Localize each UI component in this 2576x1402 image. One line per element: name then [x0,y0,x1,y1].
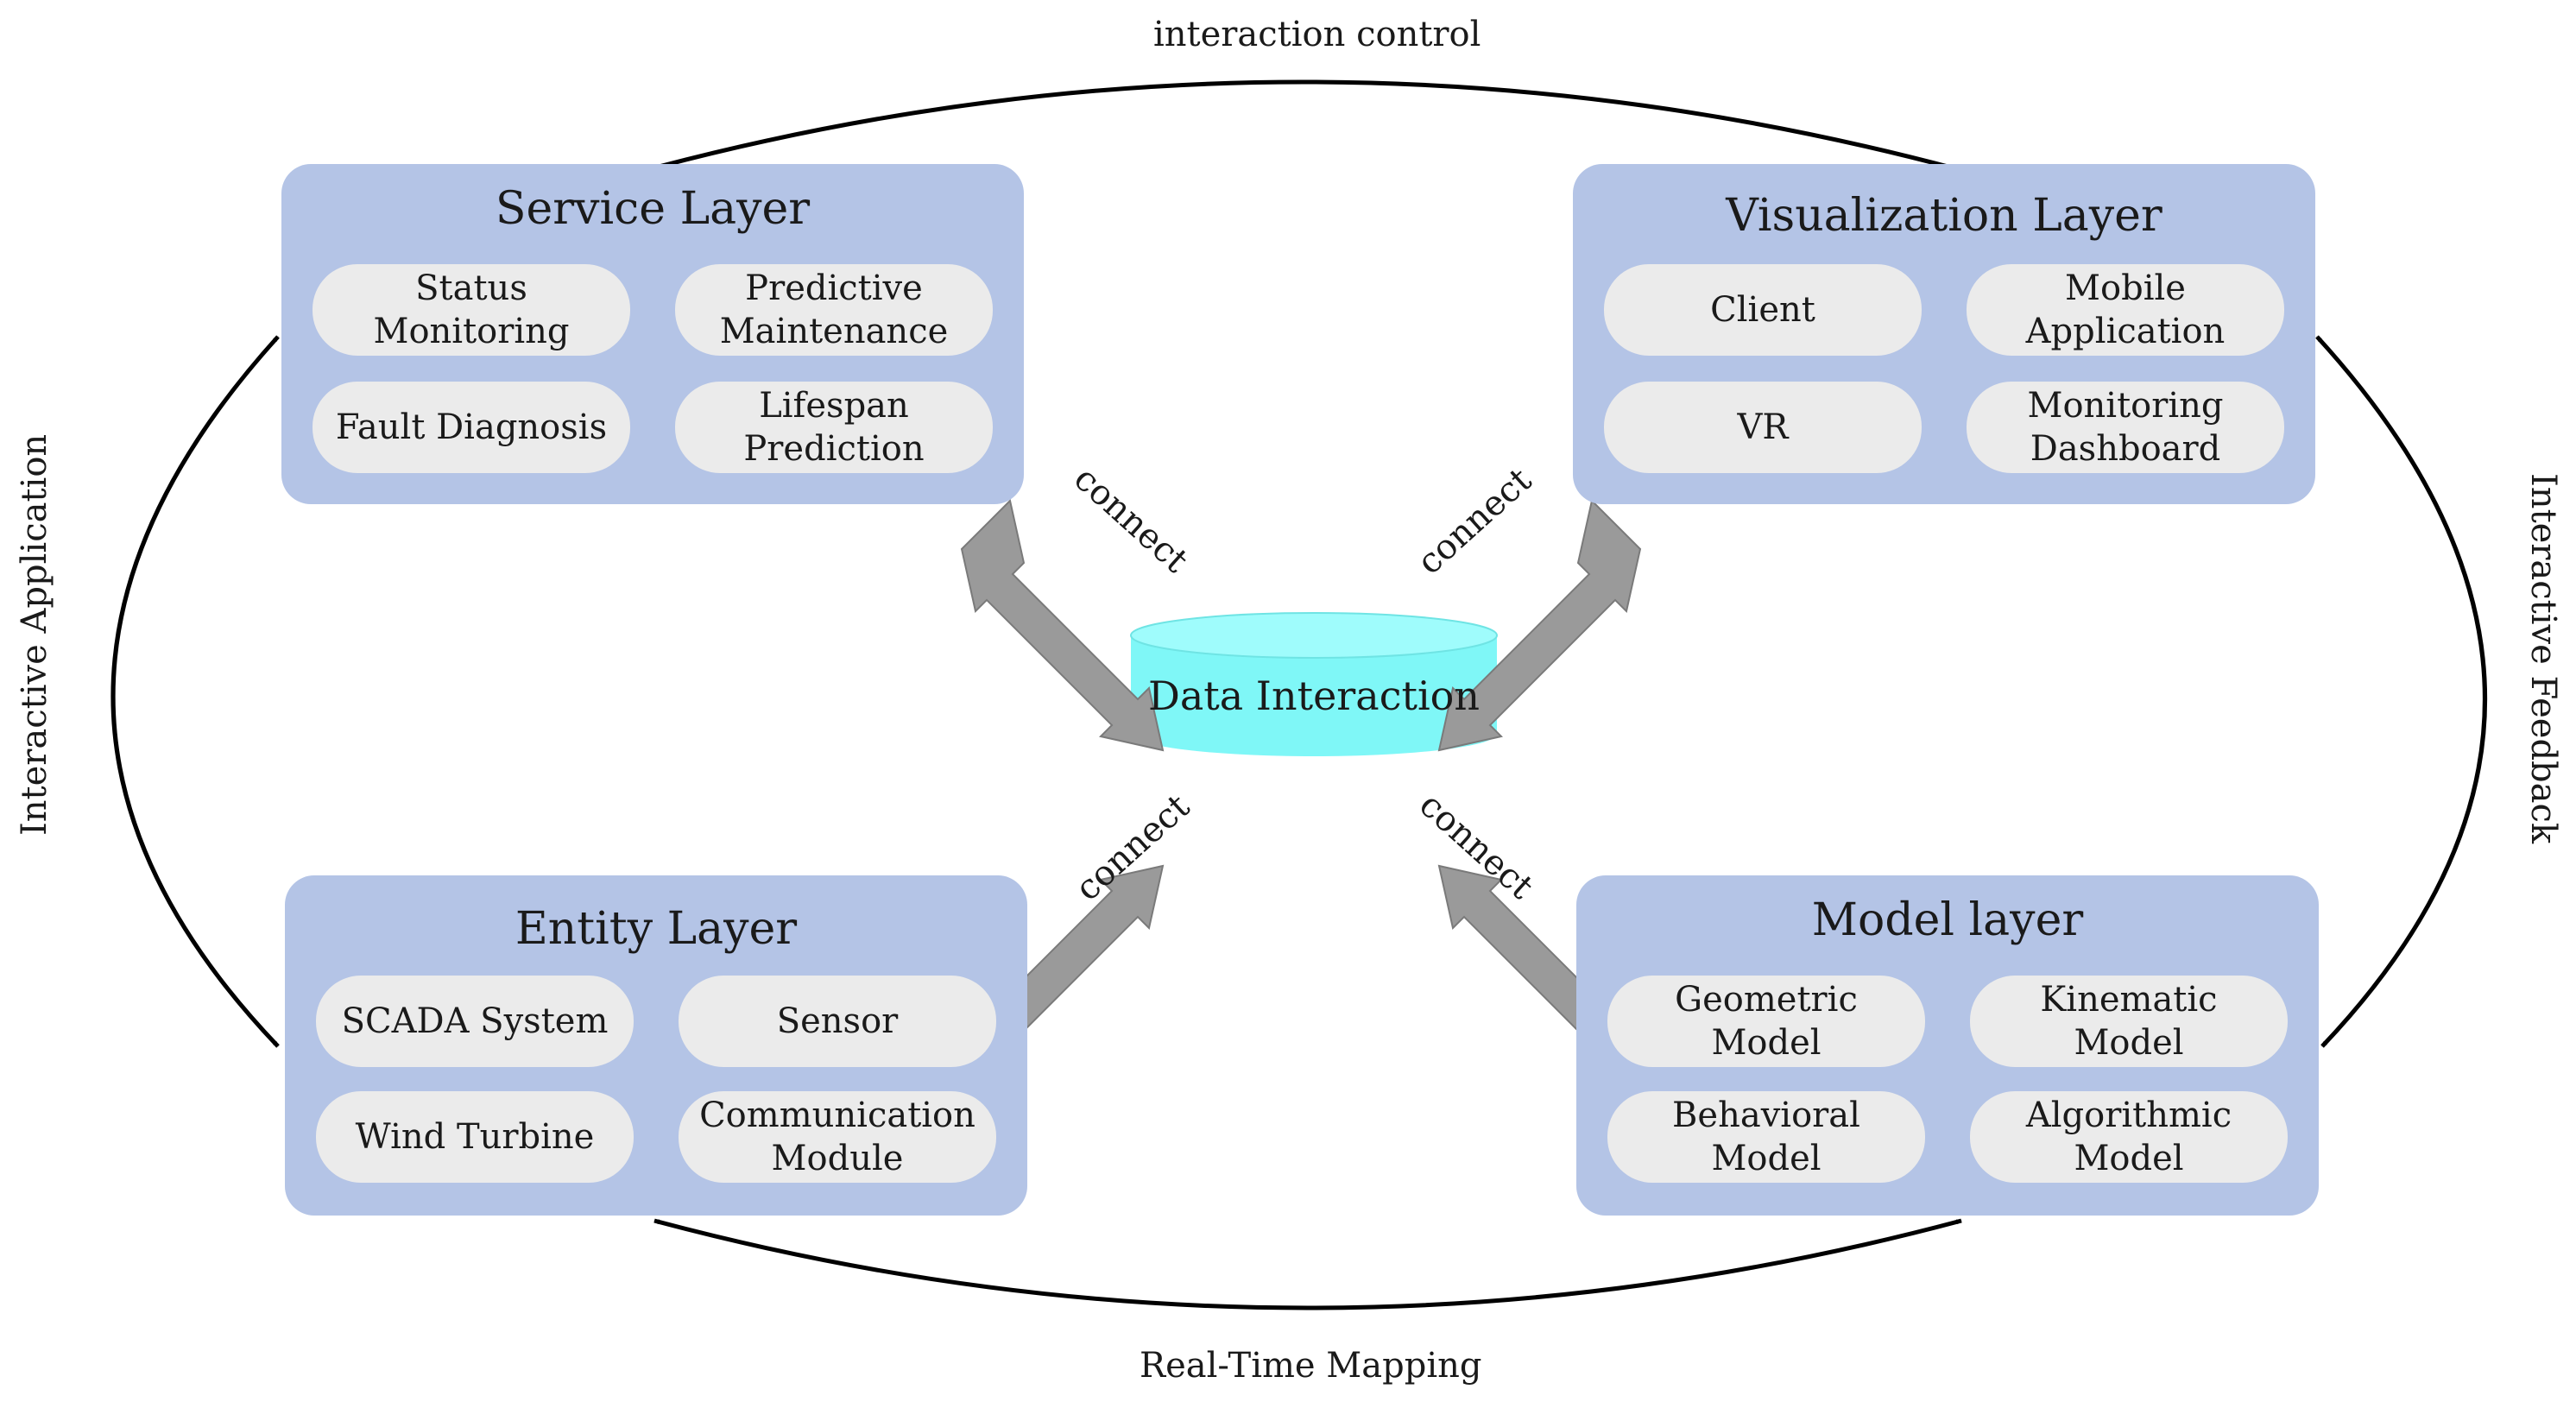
left-curve-arrow [110,335,280,1048]
real-time-mapping-label: Real-Time Mapping [1140,1346,1482,1386]
sensor-box: Sensor [679,976,996,1067]
data-interaction-label: Data Interaction [1147,673,1481,719]
service-layer: Service Layer Status Monitoring Predicti… [281,164,1024,504]
visualization-layer: Visualization Layer Client Mobile Applic… [1573,164,2315,504]
client-box: Client [1604,264,1922,356]
top-curve-arrow [648,79,1959,172]
geometric-model-box: Geometric Model [1607,976,1925,1067]
algorithmic-model-box: Algorithmic Model [1970,1091,2288,1183]
status-monitoring-box: Status Monitoring [313,264,630,356]
bottom-curve-arrow [653,1218,1962,1310]
right-curve-arrow [2315,335,2487,1048]
visualization-layer-title: Visualization Layer [1726,190,2162,242]
model-layer: Model layer Geometric Model Kinematic Mo… [1576,875,2319,1216]
database-cylinder [1130,612,1498,756]
scada-system-box: SCADA System [316,976,634,1067]
interaction-control-label: interaction control [1153,15,1481,54]
entity-layer: Entity Layer SCADA System Sensor Wind Tu… [285,875,1027,1216]
connect-arrow-visualization [1437,499,1642,752]
mobile-application-box: Mobile Application [1967,264,2284,356]
monitoring-dashboard-box: Monitoring Dashboard [1967,382,2284,473]
interactive-feedback-label: Interactive Feedback [2523,473,2563,844]
communication-module-box: Communication Module [679,1091,996,1183]
interactive-application-label: Interactive Application [15,433,54,836]
entity-layer-title: Entity Layer [515,903,798,955]
model-layer-title: Model layer [1811,894,2084,946]
kinematic-model-box: Kinematic Model [1970,976,2288,1067]
connect-arrow-service [960,499,1165,752]
fault-diagnosis-box: Fault Diagnosis [313,382,630,473]
vr-box: VR [1604,382,1922,473]
service-layer-title: Service Layer [495,183,811,235]
predictive-maintenance-box: Predictive Maintenance [675,264,993,356]
behavioral-model-box: Behavioral Model [1607,1091,1925,1183]
lifespan-prediction-box: Lifespan Prediction [675,382,993,473]
wind-turbine-box: Wind Turbine [316,1091,634,1183]
